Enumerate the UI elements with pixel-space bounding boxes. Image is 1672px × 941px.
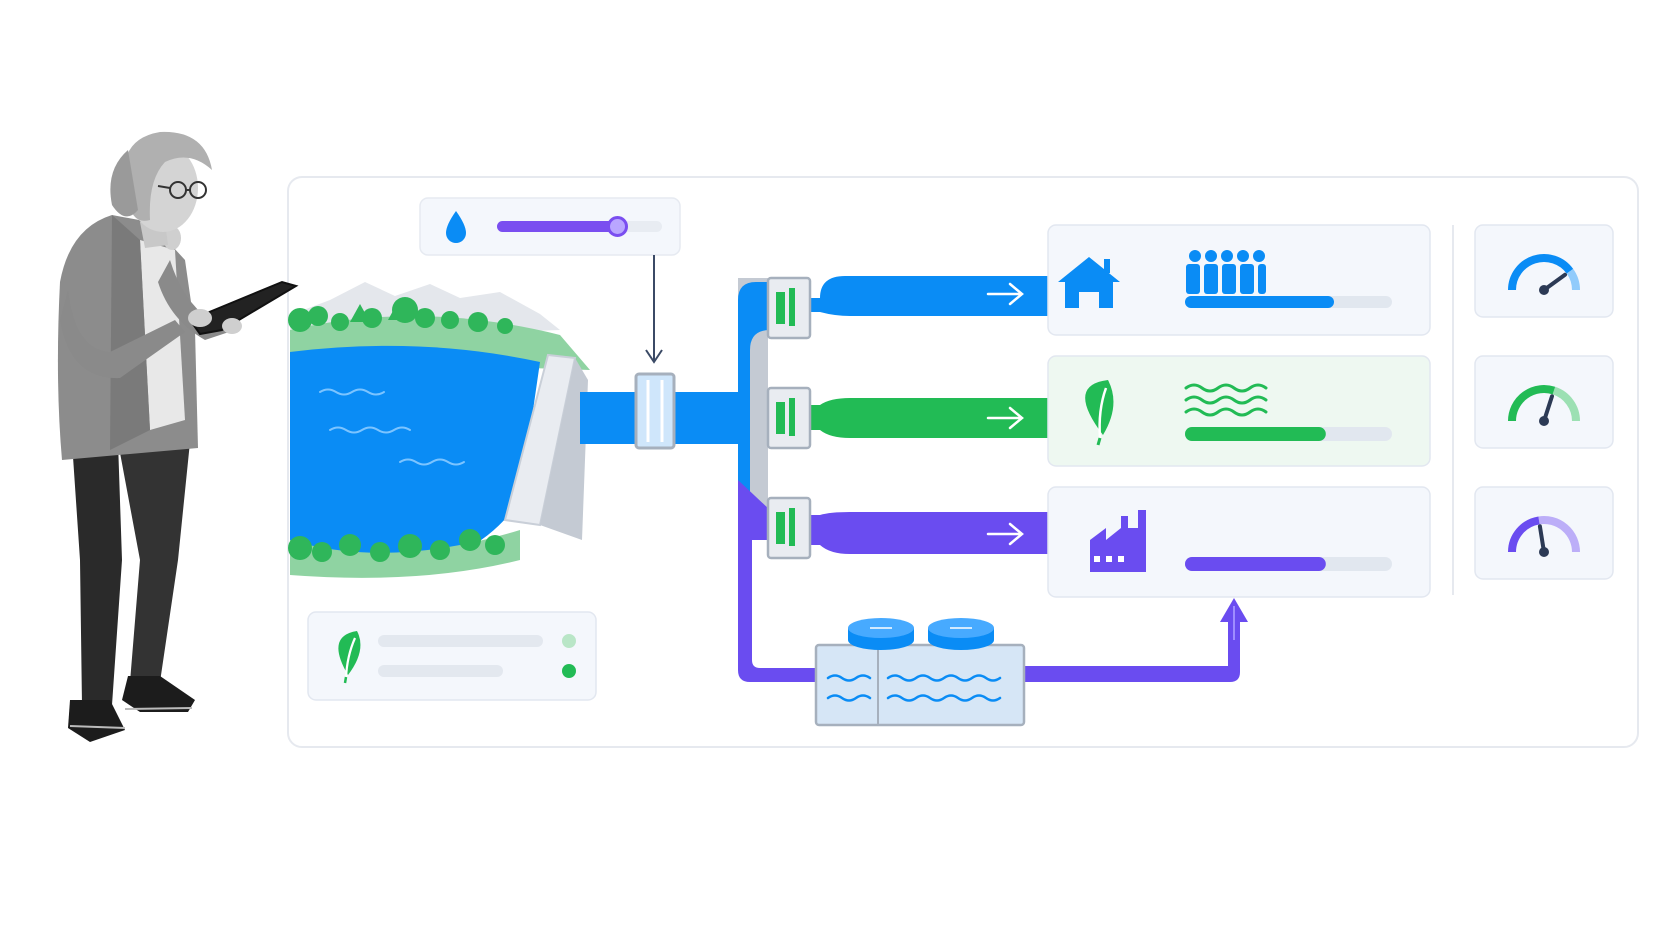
allocation-panel-environmental (1047, 355, 1431, 467)
reservoir (288, 282, 590, 578)
clarifier-tank-icon (848, 618, 994, 650)
reservoir-level-panel (419, 197, 681, 256)
valve-environmental[interactable] (766, 386, 812, 450)
gauge-panel-industrial (1474, 486, 1614, 580)
trees-bottom (288, 529, 505, 562)
residential-usage-fill (1185, 296, 1334, 308)
flow-return (738, 520, 1248, 682)
trees-top (288, 297, 513, 334)
engineer-with-tablet-illustration (57, 131, 299, 742)
gauge-arc-remaining-industrial (1538, 516, 1580, 553)
gauge-panel-residential (1474, 224, 1614, 318)
allocation-panel-residential (1047, 224, 1431, 336)
reservoir-water (290, 345, 540, 569)
community-icon (1186, 250, 1266, 294)
allocation-panel-industrial (1047, 486, 1431, 598)
gauge-hub-industrial (1539, 547, 1549, 557)
gauge-arc-filled-environmental (1508, 385, 1556, 422)
reservoir-level-fill (497, 221, 618, 232)
leaf-icon (1085, 380, 1114, 446)
eco-status-panel (307, 611, 597, 701)
flow-industrial (770, 512, 1048, 554)
gauge-hub-residential (1539, 285, 1549, 295)
gauge-panel-environmental (1474, 355, 1614, 449)
eco-status-line-2 (378, 665, 503, 677)
gauge-hub-environmental (1539, 416, 1549, 426)
house-icon (1058, 257, 1120, 308)
environmental-usage-fill (1185, 427, 1326, 441)
flow-residential (770, 276, 1048, 316)
factory-icon (1090, 510, 1146, 572)
gauges (1508, 254, 1580, 557)
main-pipe (580, 278, 770, 540)
gauge-arc-remaining-residential (1566, 268, 1580, 291)
valve-industrial[interactable] (766, 496, 812, 560)
gauge-arc-remaining-environmental (1552, 386, 1580, 422)
branch-valves (766, 276, 812, 560)
eco-status-indicator-2 (562, 664, 576, 678)
eco-status-indicator-1 (562, 634, 576, 648)
water-drop-icon (446, 211, 466, 243)
tablet-icon (188, 280, 299, 336)
treatment-plant (814, 618, 1026, 727)
level-to-gate-arrow (645, 255, 663, 364)
industrial-usage-fill (1185, 557, 1326, 571)
reservoir-level-slider-knob[interactable] (607, 216, 628, 237)
leaf-icon (338, 631, 361, 684)
valve-residential[interactable] (766, 276, 812, 340)
gauge-arc-filled-industrial (1508, 516, 1540, 553)
gate-valve (634, 372, 676, 450)
gauge-arc-filled-residential (1508, 254, 1574, 291)
eco-status-line-1 (378, 635, 543, 647)
water-waves-icon (1184, 383, 1268, 417)
flow-environmental (770, 398, 1048, 438)
